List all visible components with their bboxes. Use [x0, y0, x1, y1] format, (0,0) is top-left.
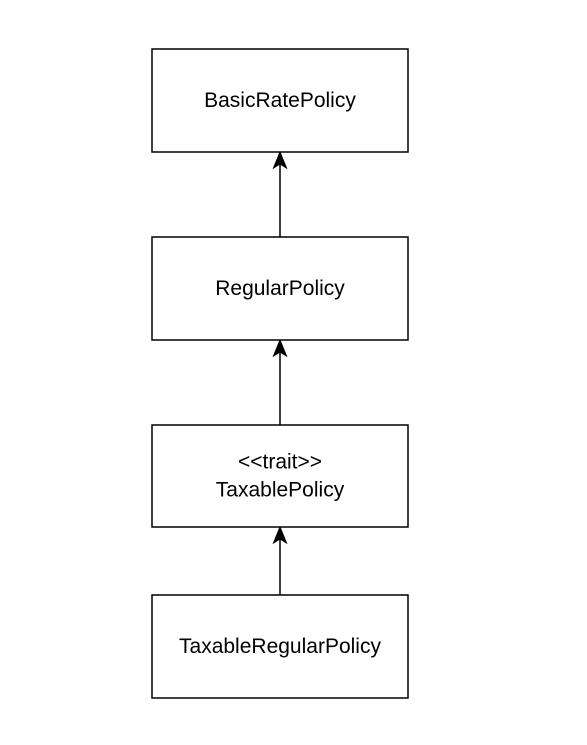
class-box: [151, 594, 409, 699]
arrowhead-icon: [272, 525, 288, 545]
class-box: [151, 236, 409, 341]
class-name-label: TaxablePolicy: [216, 479, 345, 502]
node-regular-policy: RegularPolicy: [151, 236, 409, 341]
edge-regular-to-basic: [272, 150, 288, 237]
class-box: [151, 48, 409, 153]
stereotype-label: <<trait>>: [238, 451, 322, 474]
arrowhead-icon: [272, 338, 288, 358]
class-name-label: BasicRatePolicy: [204, 89, 356, 112]
node-basic-rate-policy: BasicRatePolicy: [151, 48, 409, 153]
class-name-label: RegularPolicy: [215, 277, 345, 300]
edge-taxable-to-regular: [272, 338, 288, 425]
edge-taxreg-to-taxable: [272, 525, 288, 595]
node-taxable-policy: <<trait>> TaxablePolicy: [151, 424, 409, 528]
class-box: [151, 424, 409, 528]
node-taxable-regular-policy: TaxableRegularPolicy: [151, 594, 409, 699]
class-name-label: TaxableRegularPolicy: [179, 635, 381, 658]
arrowhead-icon: [272, 150, 288, 170]
